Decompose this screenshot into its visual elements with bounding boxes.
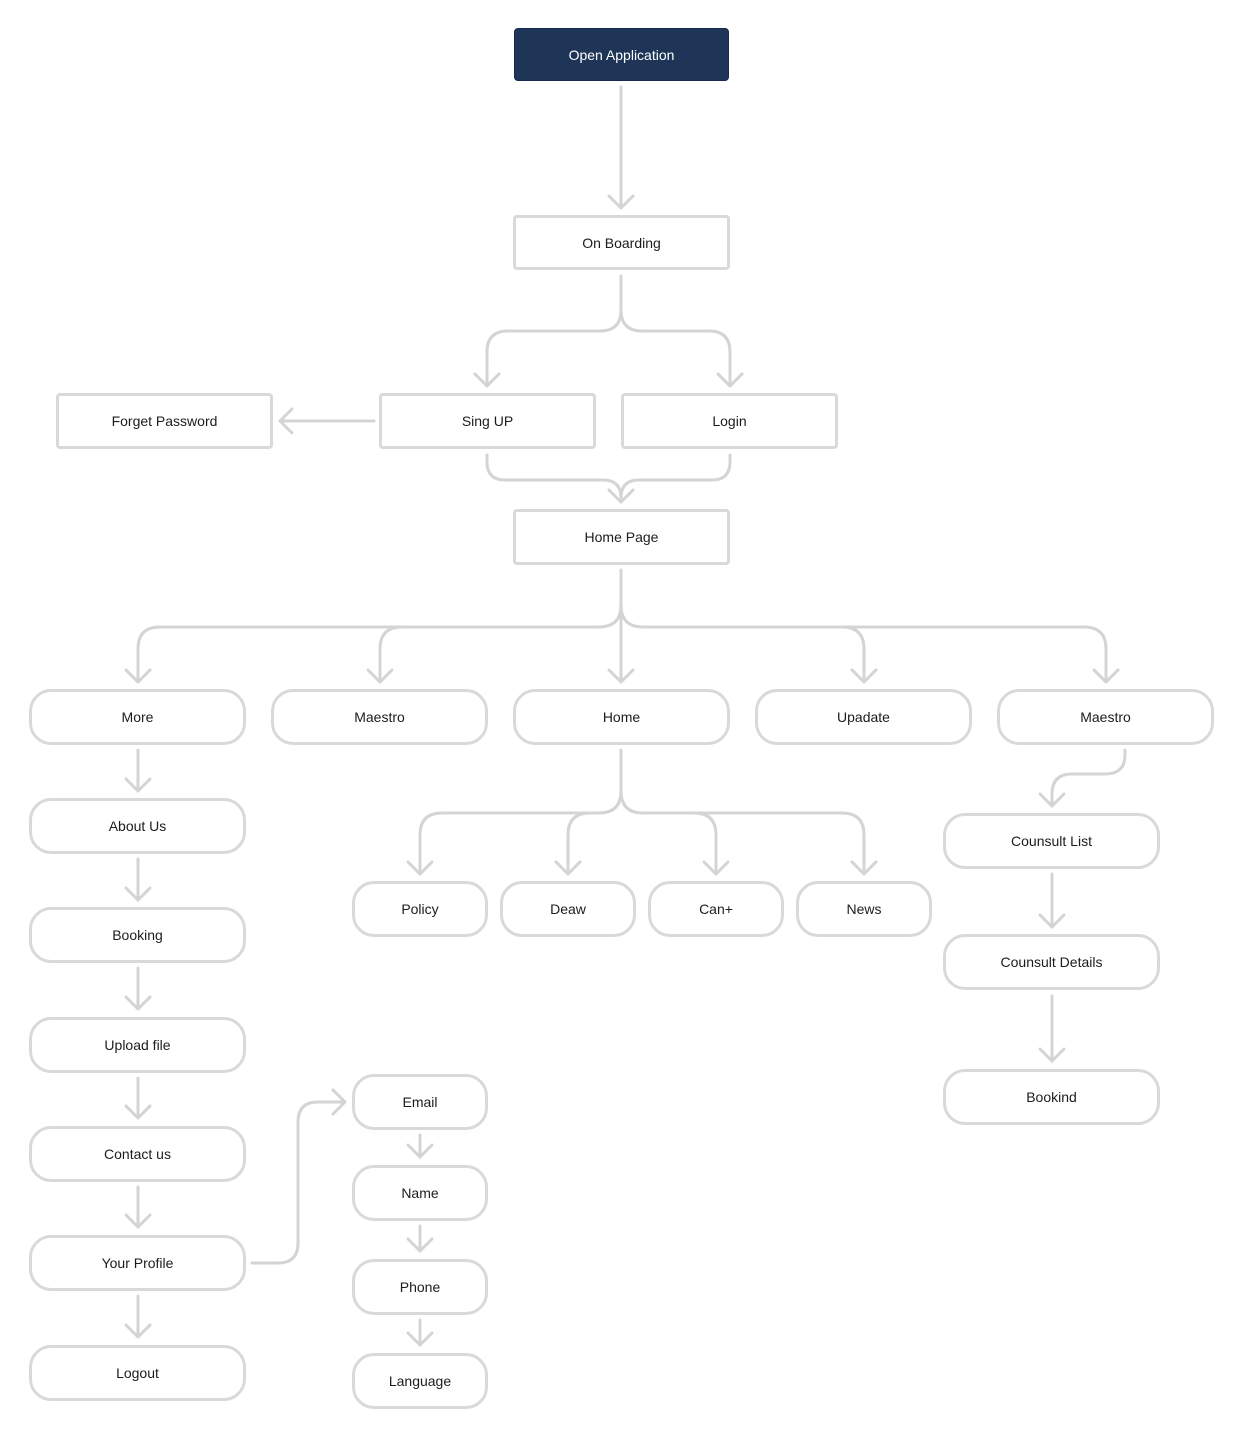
home-page-node[interactable]: Home Page xyxy=(513,509,730,565)
upload-file-node[interactable]: Upload file xyxy=(29,1017,246,1073)
arrowhead xyxy=(124,1104,152,1120)
update-node[interactable]: Upadate xyxy=(755,689,972,745)
arrowhead xyxy=(554,860,582,876)
arrowhead xyxy=(124,1323,152,1339)
arrowhead xyxy=(716,372,744,388)
consult-list-node[interactable]: Counsult List xyxy=(943,813,1160,869)
policy-node[interactable]: Policy xyxy=(352,881,488,937)
arrowhead xyxy=(1038,913,1066,929)
connector-homepage-split xyxy=(136,568,1108,684)
about-us-node[interactable]: About Us xyxy=(29,798,246,854)
on-boarding-node[interactable]: On Boarding xyxy=(513,215,730,270)
arrowhead xyxy=(406,1331,434,1347)
logout-node[interactable]: Logout xyxy=(29,1345,246,1401)
deaw-node[interactable]: Deaw xyxy=(500,881,636,937)
arrowhead xyxy=(1038,1047,1066,1063)
your-profile-node[interactable]: Your Profile xyxy=(29,1235,246,1291)
arrowhead xyxy=(124,777,152,793)
arrowhead xyxy=(124,995,152,1011)
more-node[interactable]: More xyxy=(29,689,246,745)
arrowhead xyxy=(124,886,152,902)
arrowhead xyxy=(607,488,635,504)
arrowhead xyxy=(124,1213,152,1229)
arrowhead xyxy=(607,668,635,684)
arrowhead xyxy=(366,668,394,684)
forget-password-node[interactable]: Forget Password xyxy=(56,393,273,449)
arrowhead xyxy=(1092,668,1120,684)
connector-profile-email xyxy=(250,1100,347,1265)
arrowhead xyxy=(1038,792,1066,808)
contact-us-node[interactable]: Contact us xyxy=(29,1126,246,1182)
arrowhead xyxy=(406,1143,434,1159)
arrowhead xyxy=(278,407,294,435)
open-application-node[interactable]: Open Application xyxy=(514,28,729,81)
arrowhead xyxy=(406,860,434,876)
connector-merge-home xyxy=(485,453,732,504)
arrowhead xyxy=(702,860,730,876)
can-plus-node[interactable]: Can+ xyxy=(648,881,784,937)
consult-details-node[interactable]: Counsult Details xyxy=(943,934,1160,990)
arrowhead xyxy=(850,668,878,684)
phone-node[interactable]: Phone xyxy=(352,1259,488,1315)
arrowhead xyxy=(473,372,501,388)
arrowhead xyxy=(124,668,152,684)
connector-home-split xyxy=(418,748,866,876)
booking-node[interactable]: Booking xyxy=(29,907,246,963)
connector-onboarding-split xyxy=(485,274,732,388)
login-node[interactable]: Login xyxy=(621,393,838,449)
connector-maestro-consult xyxy=(1050,748,1127,808)
news-node[interactable]: News xyxy=(796,881,932,937)
arrowhead xyxy=(607,194,635,210)
arrowhead xyxy=(406,1237,434,1253)
arrowhead xyxy=(850,860,878,876)
bookind-node[interactable]: Bookind xyxy=(943,1069,1160,1125)
email-node[interactable]: Email xyxy=(352,1074,488,1130)
sign-up-node[interactable]: Sing UP xyxy=(379,393,596,449)
maestro-right-node[interactable]: Maestro xyxy=(997,689,1214,745)
language-node[interactable]: Language xyxy=(352,1353,488,1409)
name-node[interactable]: Name xyxy=(352,1165,488,1221)
arrowhead xyxy=(331,1088,347,1116)
maestro-node[interactable]: Maestro xyxy=(271,689,488,745)
home-node[interactable]: Home xyxy=(513,689,730,745)
